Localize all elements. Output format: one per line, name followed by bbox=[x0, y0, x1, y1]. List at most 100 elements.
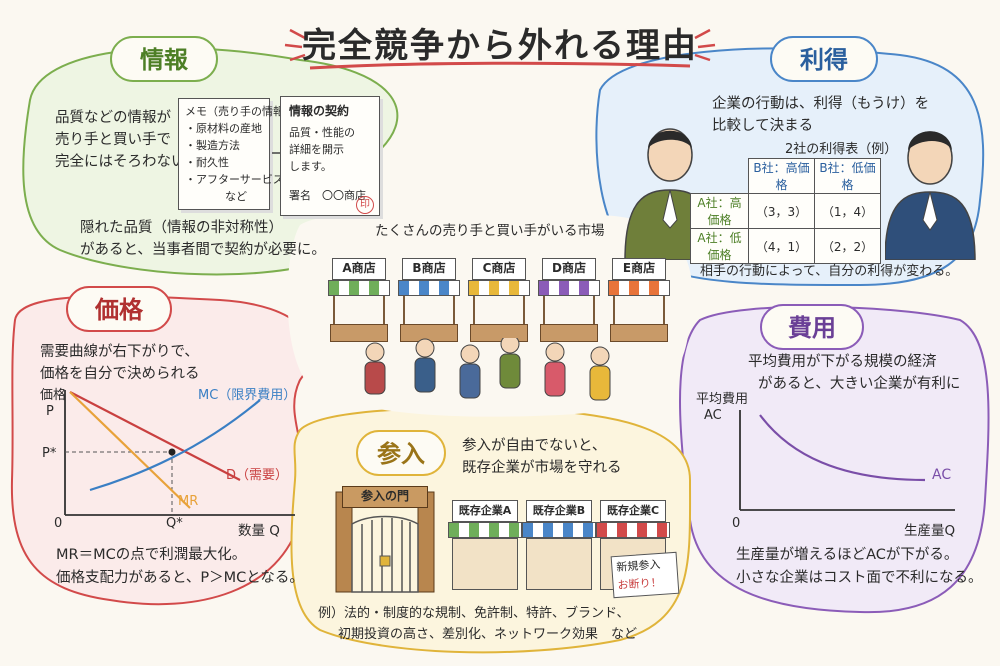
awning bbox=[468, 280, 530, 296]
memo-item: など bbox=[225, 190, 247, 203]
entry-examples-2: 初期投資の高さ、差別化、ネットワーク効果 など bbox=[338, 627, 638, 642]
payoff-cell: （3，3） bbox=[748, 193, 815, 229]
entry-text-1: 参入が自由でないと、 bbox=[462, 438, 607, 454]
profit-text-2: 比較して決まる bbox=[712, 118, 814, 134]
seller-memo: メモ（売り手の情報） ・原材料の産地 ・製造方法 ・耐久性 ・アフターサービス … bbox=[178, 98, 295, 210]
awning bbox=[448, 522, 522, 538]
mr-curve bbox=[69, 391, 191, 509]
price-note-1: MR＝MCの点で利潤最大化。 bbox=[56, 547, 247, 563]
info-text-2: 売り手と買い手で bbox=[55, 132, 171, 148]
payoff-table: B社：高価格 B社：低価格 A社：高価格 （3，3） （1，4） A社：低価格 … bbox=[690, 158, 881, 264]
col-header: B社：低価格 bbox=[814, 158, 881, 194]
counter bbox=[540, 324, 598, 342]
entry-gate-figure bbox=[335, 491, 435, 593]
info-note-2: があると、当事者間で契約が必要に。 bbox=[80, 242, 326, 258]
demand-label: D（需要） bbox=[226, 468, 289, 483]
memo-item: ・アフターサービス bbox=[185, 173, 284, 186]
mc-curve bbox=[89, 399, 261, 492]
shop-sign: D商店 bbox=[542, 258, 596, 280]
no-entry-sign: 新規参入 お断り！ bbox=[610, 551, 680, 599]
entry-text-2: 既存企業が市場を守れる bbox=[462, 460, 622, 476]
contract-sign: 署名 〇〇商店 bbox=[289, 189, 366, 202]
price-text-1: 需要曲線が右下がりで、 bbox=[40, 344, 199, 360]
cost-note-1: 生産量が増えるほどACが下がる。 bbox=[736, 547, 959, 563]
page-title: 完全競争から外れる理由 bbox=[302, 26, 698, 66]
price-badge: 価格 bbox=[66, 286, 172, 332]
entry-examples-1: 例）法的・制度的な規制、免許制、特許、ブランド、 bbox=[318, 606, 630, 621]
info-note-1: 隠れた品質（情報の非対称性） bbox=[80, 220, 283, 236]
mr-label: MR bbox=[178, 494, 199, 509]
cost-note-2: 小さな企業はコスト面で不利になる。 bbox=[736, 570, 983, 586]
awning bbox=[398, 280, 460, 296]
shop-sign: C商店 bbox=[472, 258, 526, 280]
contract-title: 情報の契約 bbox=[289, 104, 350, 118]
payoff-cell: （1，4） bbox=[814, 193, 881, 229]
equilibrium-point bbox=[168, 448, 176, 456]
contract-body: 品質・性能の bbox=[289, 126, 355, 139]
price-ylabel: 価格 bbox=[40, 388, 67, 403]
awning bbox=[538, 280, 600, 296]
ac-chart bbox=[739, 410, 955, 511]
stamp-icon: 印 bbox=[356, 196, 374, 214]
row-header: A社：高価格 bbox=[690, 193, 749, 229]
ac-curve-label: AC bbox=[932, 467, 952, 483]
info-text-1: 品質などの情報が bbox=[55, 110, 171, 126]
profit-badge: 利得 bbox=[770, 36, 878, 82]
stall bbox=[473, 296, 525, 330]
cost-origin: 0 bbox=[732, 516, 741, 531]
cost-xlabel: 生産量Q bbox=[904, 523, 956, 539]
awning bbox=[596, 522, 670, 538]
shoppers-figures bbox=[364, 338, 611, 401]
memo-title: メモ（売り手の情報） bbox=[185, 105, 295, 118]
gate-sign: 参入の門 bbox=[342, 486, 428, 508]
col-header: B社：高価格 bbox=[748, 158, 815, 194]
price-ylabel-p: P bbox=[46, 404, 54, 419]
counter bbox=[330, 324, 388, 342]
pstar-label: P* bbox=[42, 446, 57, 461]
payoff-cell: （2，2） bbox=[814, 228, 881, 264]
cost-ylabel: 平均費用 bbox=[696, 392, 749, 407]
memo-item: ・原材料の産地 bbox=[185, 122, 262, 135]
cost-text-2: があると、大きい企業が有利に bbox=[758, 376, 961, 392]
contract-paper: 情報の契約 品質・性能の 詳細を開示 します。 署名 〇〇商店 bbox=[280, 96, 380, 216]
memo-item: ・耐久性 bbox=[185, 156, 229, 169]
existing-firm-a: 既存企業A bbox=[448, 500, 522, 590]
price-note-2: 価格支配力があると、P＞MCとなる。 bbox=[56, 570, 304, 586]
awning bbox=[608, 280, 670, 296]
shop-b: B商店 bbox=[398, 258, 460, 342]
awning bbox=[522, 522, 596, 538]
contract-body: します。 bbox=[289, 160, 332, 173]
shop-e: E商店 bbox=[608, 258, 670, 342]
existing-firm-b: 既存企業B bbox=[522, 500, 596, 590]
origin-label: 0 bbox=[54, 516, 63, 531]
firm-sign: 既存企業B bbox=[526, 500, 592, 522]
price-chart bbox=[64, 390, 295, 516]
firm-building bbox=[452, 538, 518, 590]
price-xlabel: 数量 Q bbox=[238, 523, 280, 539]
profit-note: 相手の行動によって、自分の利得が変わる。 bbox=[700, 264, 959, 279]
title-sparks-left bbox=[284, 28, 306, 62]
stall bbox=[333, 296, 385, 330]
info-text-3: 完全にはそろわない bbox=[55, 154, 186, 170]
demand-curve bbox=[69, 391, 241, 481]
memo-item: ・製造方法 bbox=[185, 139, 240, 152]
shop-a: A商店 bbox=[328, 258, 390, 342]
profit-text-1: 企業の行動は、利得（もうけ）を bbox=[712, 96, 930, 112]
title-sparks-right bbox=[694, 28, 716, 62]
sign-line: お断り！ bbox=[617, 575, 663, 592]
mc-label: MC（限界費用） bbox=[198, 388, 297, 403]
price-text-2: 価格を自分で決められる bbox=[40, 366, 200, 382]
firm-building bbox=[526, 538, 592, 590]
market-label: たくさんの売り手と買い手がいる市場 bbox=[375, 223, 605, 239]
row-header: A社：低価格 bbox=[690, 228, 749, 264]
awning bbox=[328, 280, 390, 296]
shop-sign: B商店 bbox=[402, 258, 456, 280]
shop-sign: A商店 bbox=[332, 258, 386, 280]
contract-body: 詳細を開示 bbox=[289, 143, 344, 156]
stall bbox=[613, 296, 665, 330]
counter bbox=[610, 324, 668, 342]
firm-sign: 既存企業A bbox=[452, 500, 518, 522]
shop-d: D商店 bbox=[538, 258, 600, 342]
firm-sign: 既存企業C bbox=[600, 500, 666, 522]
cost-text-1: 平均費用が下がる規模の経済 bbox=[748, 354, 937, 370]
